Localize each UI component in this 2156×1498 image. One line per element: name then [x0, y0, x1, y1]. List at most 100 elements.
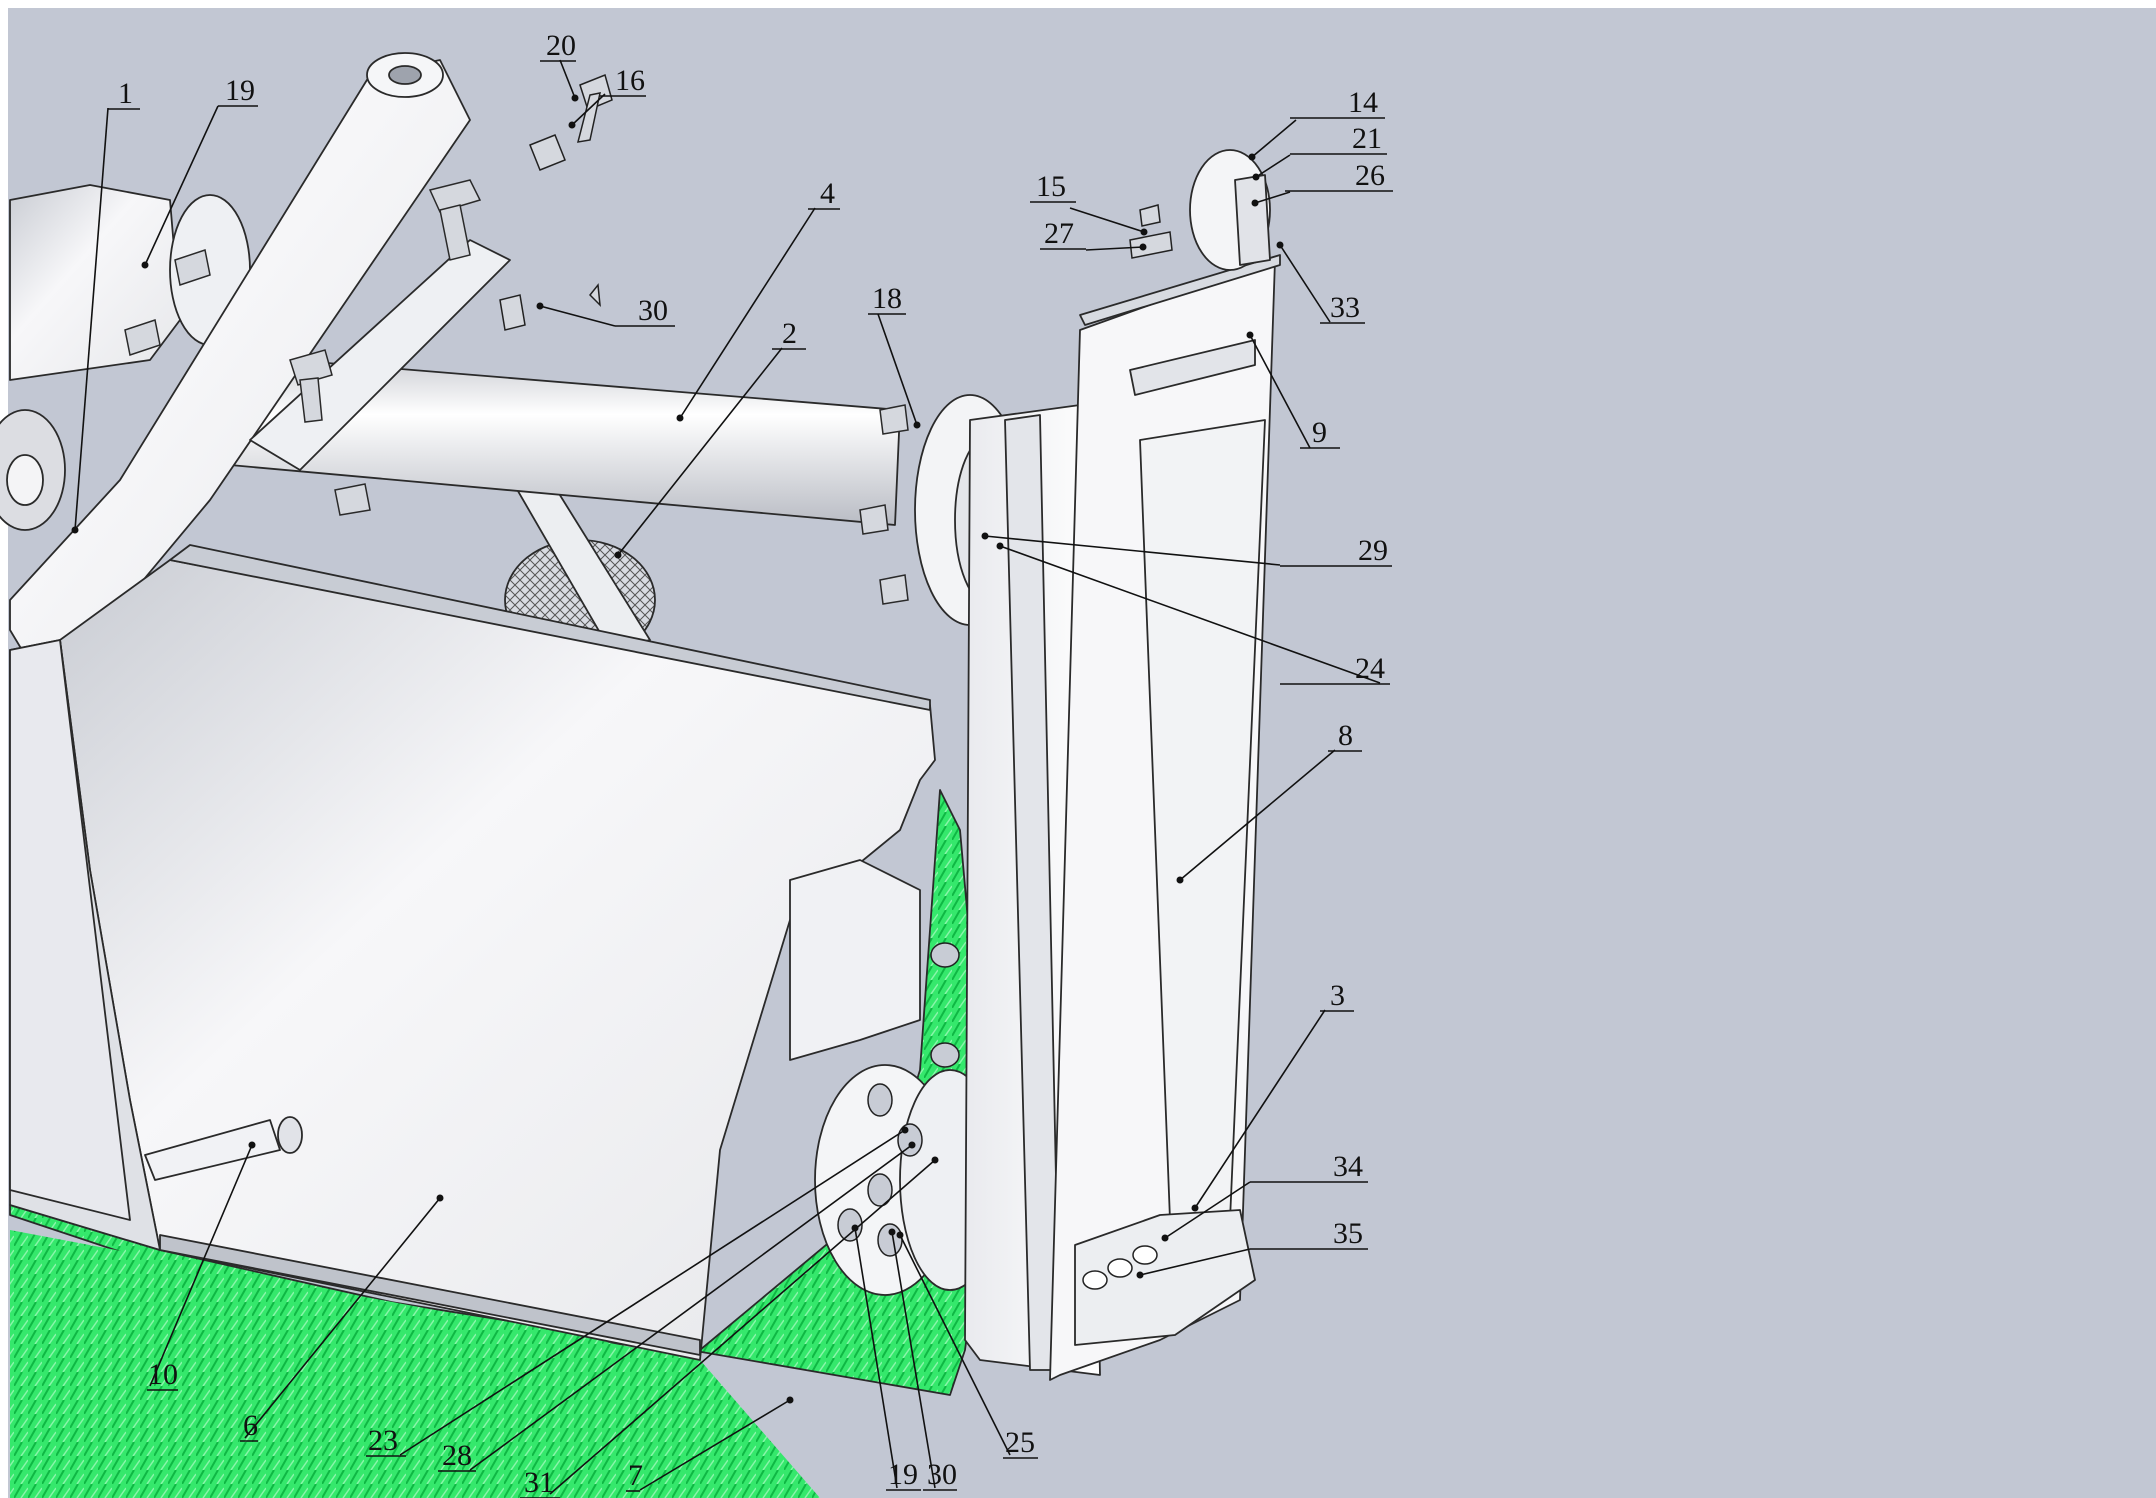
callout-label-30: 30: [638, 294, 668, 327]
leader-dot-14: [1248, 153, 1256, 161]
hood-top-lip: [169, 544, 931, 711]
assembly-geometry: [0, 52, 1281, 1498]
leader-dot-8: [1176, 876, 1184, 884]
leader-dot-26: [1251, 199, 1259, 207]
callout-label-28: 28: [442, 1439, 472, 1472]
leader-line-4: [679, 207, 816, 419]
leader-line-30: [891, 1231, 936, 1489]
callout-label-19: 19: [225, 74, 255, 107]
leader-dot-1: [71, 526, 79, 534]
leader-dot-19: [141, 261, 149, 269]
callout-label-20: 20: [546, 29, 576, 62]
callout-label-23: 23: [368, 1424, 398, 1457]
plate-top-edge: [1079, 254, 1281, 326]
callout-label-2: 2: [782, 317, 797, 350]
leader-dot-3: [1191, 1204, 1199, 1212]
callout-label-4: 4: [820, 177, 835, 210]
hydraulic-fitting: [144, 1119, 281, 1181]
leader-dot-6: [436, 1194, 444, 1202]
leader-line-33: [1279, 244, 1331, 323]
motor-bracket: [789, 859, 921, 1061]
leader-line-16: [571, 93, 606, 126]
fitting-end: [277, 1116, 303, 1154]
leader-dot-16: [568, 121, 576, 129]
leader-dot-23: [901, 1126, 909, 1134]
leader-line-34: [1164, 1181, 1251, 1239]
leader-dot-4: [676, 414, 684, 422]
leader-dot-9: [1246, 331, 1254, 339]
brush-bristles: [9, 789, 986, 1396]
callout-label-35: 35: [1333, 1217, 1363, 1250]
callout-label-29: 29: [1358, 534, 1388, 567]
callout-label-25: 25: [1005, 1426, 1035, 1459]
leader-dot-28: [908, 1141, 916, 1149]
callout-label-34: 34: [1333, 1150, 1363, 1183]
callout-label-8: 8: [1338, 719, 1353, 752]
leader-line-20: [559, 59, 576, 99]
leader-line-29: [984, 535, 1281, 566]
callout-label-27: 27: [1044, 217, 1074, 250]
leader-dot-35: [1136, 1271, 1144, 1279]
leader-line-26: [1254, 191, 1291, 204]
leader-dot-19: [851, 1224, 859, 1232]
bolts: [124, 179, 909, 605]
callout-label-21: 21: [1352, 122, 1382, 155]
leader-line-24: [999, 545, 1381, 684]
callout-label-24: 24: [1355, 652, 1385, 685]
callout-label-1: 1: [118, 77, 133, 110]
leader-dot-34: [1161, 1234, 1169, 1242]
callout-label-33: 33: [1330, 291, 1360, 324]
leader-dot-27: [1139, 243, 1147, 251]
leader-line-10: [149, 1144, 253, 1387]
leader-line-15: [1069, 207, 1145, 233]
leader-line-6: [244, 1197, 441, 1439]
hardware-top: [499, 73, 1173, 331]
leader-dot-25: [896, 1231, 904, 1239]
slot: [1129, 339, 1256, 396]
leader-lines: [71, 59, 1393, 1498]
leader-dot-10: [248, 1141, 256, 1149]
pulley-arm: [1234, 174, 1271, 266]
chain-guard: [1074, 1209, 1256, 1346]
callout-label-6: 6: [243, 1409, 258, 1442]
leader-line-7: [639, 1399, 791, 1491]
callout-label-10: 10: [148, 1358, 178, 1391]
leader-dot-18: [913, 421, 921, 429]
callout-label-26: 26: [1355, 159, 1385, 192]
leader-dot-30: [536, 302, 544, 310]
leader-line-19: [854, 1227, 898, 1489]
leader-dot-24: [996, 542, 1004, 550]
leader-line-2: [617, 347, 783, 556]
leader-dot-29: [981, 532, 989, 540]
leader-line-8: [1179, 749, 1336, 881]
leader-line-35: [1139, 1248, 1251, 1276]
callout-label-3: 3: [1330, 979, 1345, 1012]
callout-label-19: 19: [888, 1458, 918, 1491]
leader-line-19: [144, 105, 219, 266]
leader-line-31: [549, 1159, 936, 1495]
leader-line-27: [1085, 246, 1144, 251]
leader-dot-20: [571, 94, 579, 102]
callout-label-14: 14: [1348, 86, 1378, 119]
callout-label-9: 9: [1312, 416, 1327, 449]
leader-line-3: [1194, 1009, 1326, 1209]
hood-end-panel: [9, 639, 131, 1221]
callout-label-31: 31: [524, 1466, 554, 1498]
pivot-hole: [388, 65, 422, 85]
leader-dot-15: [1140, 228, 1148, 236]
leader-dot-31: [931, 1156, 939, 1164]
leader-line-18: [877, 313, 918, 426]
callout-label-7: 7: [628, 1459, 643, 1492]
leader-line-30: [539, 305, 616, 327]
leader-dot-7: [786, 1396, 794, 1404]
bearing-inner: [6, 454, 44, 506]
leader-line-23: [399, 1129, 906, 1456]
leader-line-21: [1255, 154, 1291, 178]
brush-bristles-lower: [10, 1230, 820, 1498]
leader-dot-33: [1276, 241, 1284, 249]
leader-dot-30: [888, 1228, 896, 1236]
leader-dot-2: [614, 551, 622, 559]
callout-label-15: 15: [1036, 170, 1066, 203]
